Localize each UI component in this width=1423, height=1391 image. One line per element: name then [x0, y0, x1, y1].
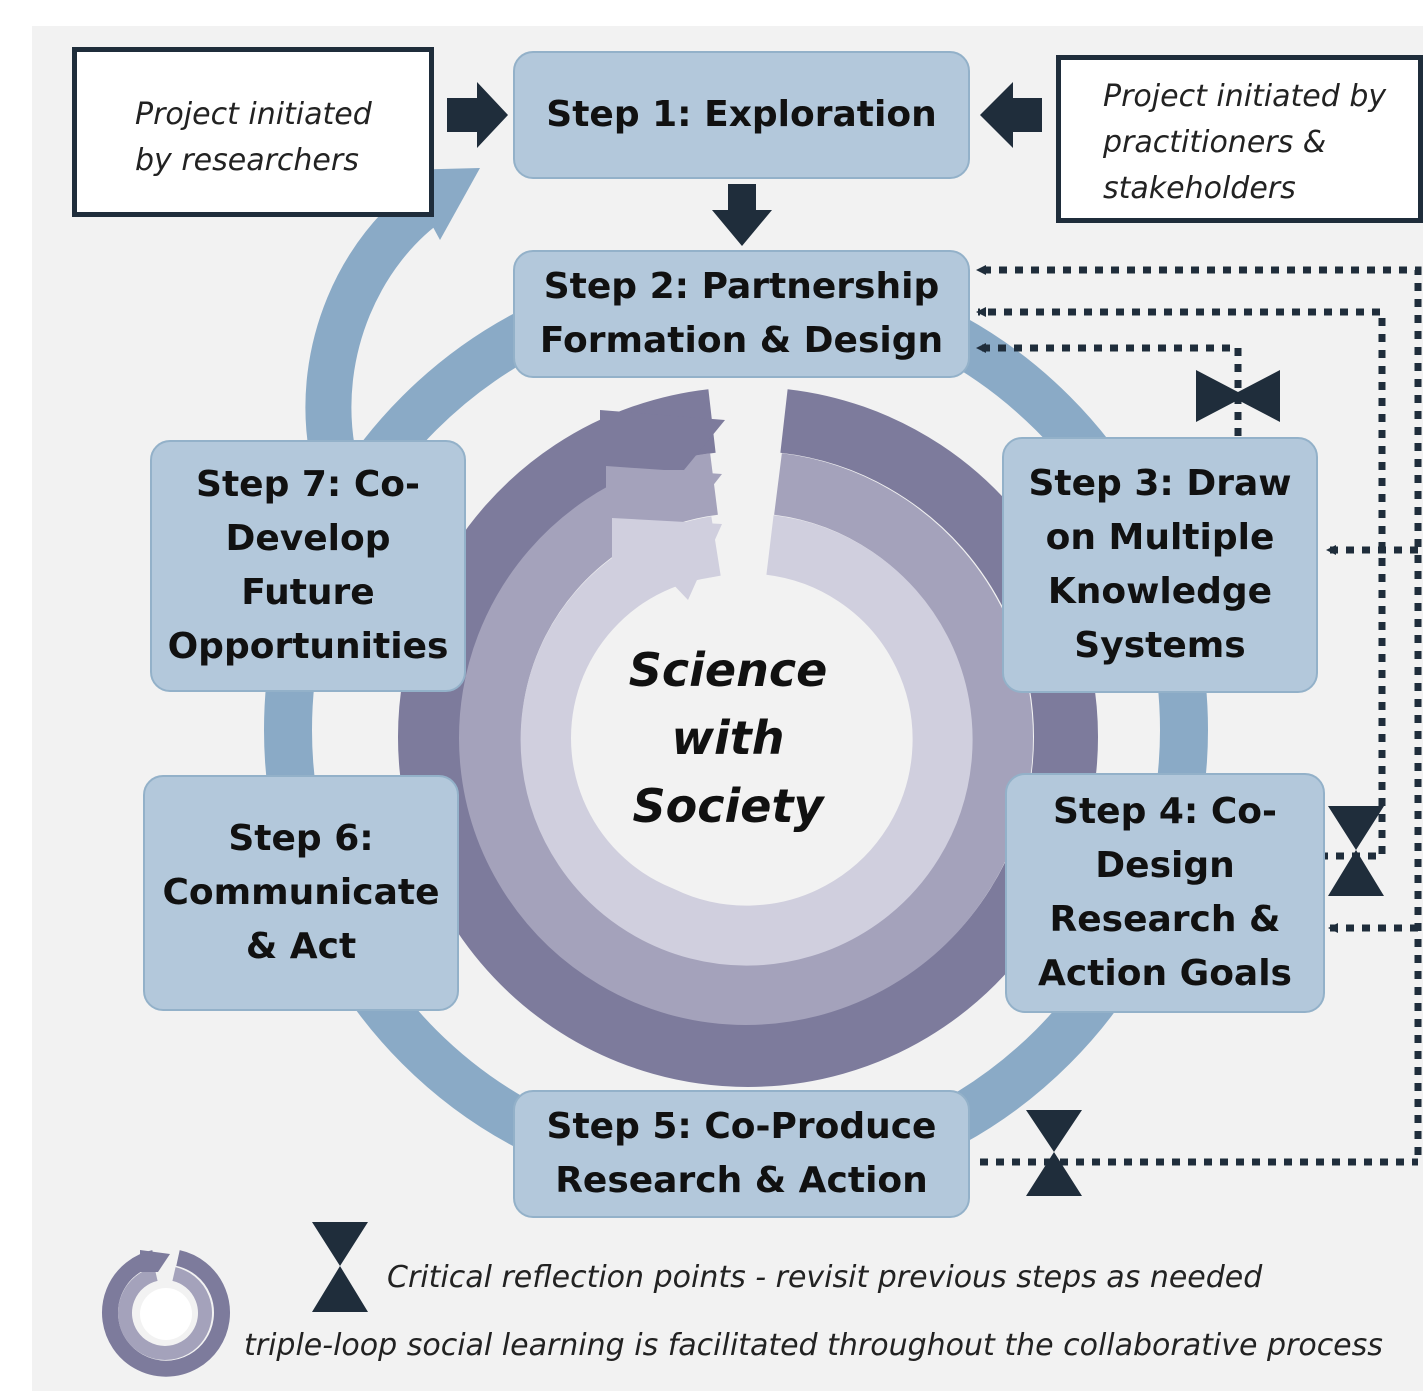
- step-7-future-opportunities: Step 7: Co- Develop Future Opportunities: [150, 440, 466, 692]
- researchers-initiator-box: Project initiated by researchers: [72, 47, 434, 217]
- legend-reflection-text: Critical reflection points - revisit pre…: [387, 1260, 1263, 1295]
- researchers-arrow: [447, 82, 508, 148]
- center-label: Science with Society: [628, 643, 828, 833]
- step-2-partnership-formation: Step 2: Partnership Formation & Design: [513, 250, 970, 378]
- practitioners-initiator-box: Project initiated by practitioners & sta…: [1056, 55, 1423, 223]
- feedback-paths: [976, 265, 1422, 1166]
- reflection-point-icon: [1026, 1110, 1082, 1196]
- reflection-point-icon: [1196, 370, 1280, 422]
- practitioners-arrow: [980, 82, 1042, 148]
- step-5-co-produce: Step 5: Co-Produce Research & Action: [513, 1090, 970, 1218]
- step-1-exploration: Step 1: Exploration: [513, 51, 970, 179]
- reflection-point-icon: [1328, 806, 1384, 896]
- legend-learning-text: triple-loop social learning is facilitat…: [244, 1328, 1383, 1363]
- legend-reflection-icon: [312, 1222, 368, 1312]
- step-4-co-design-goals: Step 4: Co- Design Research & Action Goa…: [1005, 773, 1325, 1013]
- legend-loop-icon: [102, 1250, 230, 1377]
- step-3-multiple-knowledge-systems: Step 3: Draw on Multiple Knowledge Syste…: [1002, 437, 1318, 693]
- step1-to-step2-arrow: [712, 184, 772, 246]
- step-6-communicate-act: Step 6: Communicate & Act: [143, 775, 459, 1011]
